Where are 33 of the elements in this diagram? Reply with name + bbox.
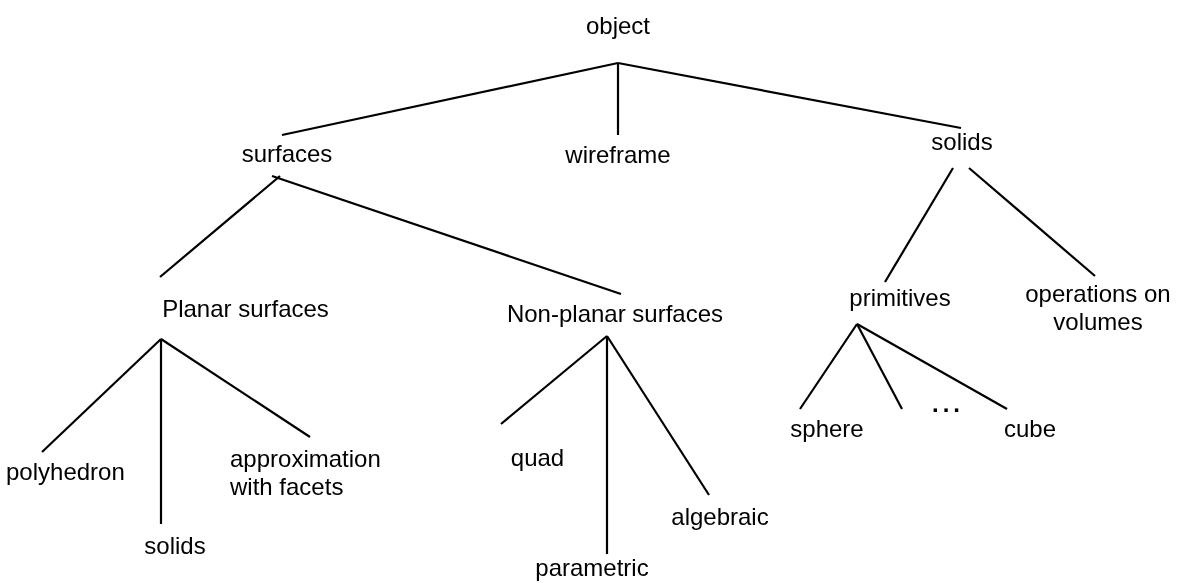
tree-label: object (585, 12, 650, 40)
connector-line (856, 323, 1008, 410)
tree-label: polyhedron (6, 458, 125, 486)
tree-label: algebraic (671, 503, 769, 531)
connector-line (41, 338, 162, 453)
connector-line (159, 339, 163, 524)
connector-line (271, 174, 622, 296)
connector-line (605, 336, 609, 554)
connector-line (281, 61, 619, 137)
tree-label: approximation with facets (230, 445, 382, 501)
connector-line (617, 61, 962, 130)
connector-line (159, 175, 281, 278)
tree-label: primitives (849, 284, 951, 312)
tree-label: parametric (535, 554, 649, 582)
ellipsis-mark: ... (932, 392, 964, 416)
connector-line (500, 335, 608, 425)
tree-label: Planar surfaces (162, 295, 329, 323)
connector-line (884, 167, 954, 283)
tree-label: surfaces (241, 140, 333, 168)
tree-label: operations on volumes (1024, 280, 1172, 336)
tree-label: sphere (790, 415, 864, 443)
connector-line (968, 167, 1096, 277)
connector-line (160, 338, 311, 438)
tree-label: cube (1003, 415, 1056, 443)
tree-label: Non-planar surfaces (506, 300, 724, 328)
tree-label: wireframe (565, 141, 671, 169)
tree-label: solids (144, 532, 206, 560)
connector-line (616, 63, 620, 135)
tree-label: quad (510, 444, 565, 472)
connector-line (606, 335, 710, 496)
connector-line (856, 323, 903, 410)
connector-line (799, 323, 858, 410)
tree-label: solids (931, 128, 993, 156)
